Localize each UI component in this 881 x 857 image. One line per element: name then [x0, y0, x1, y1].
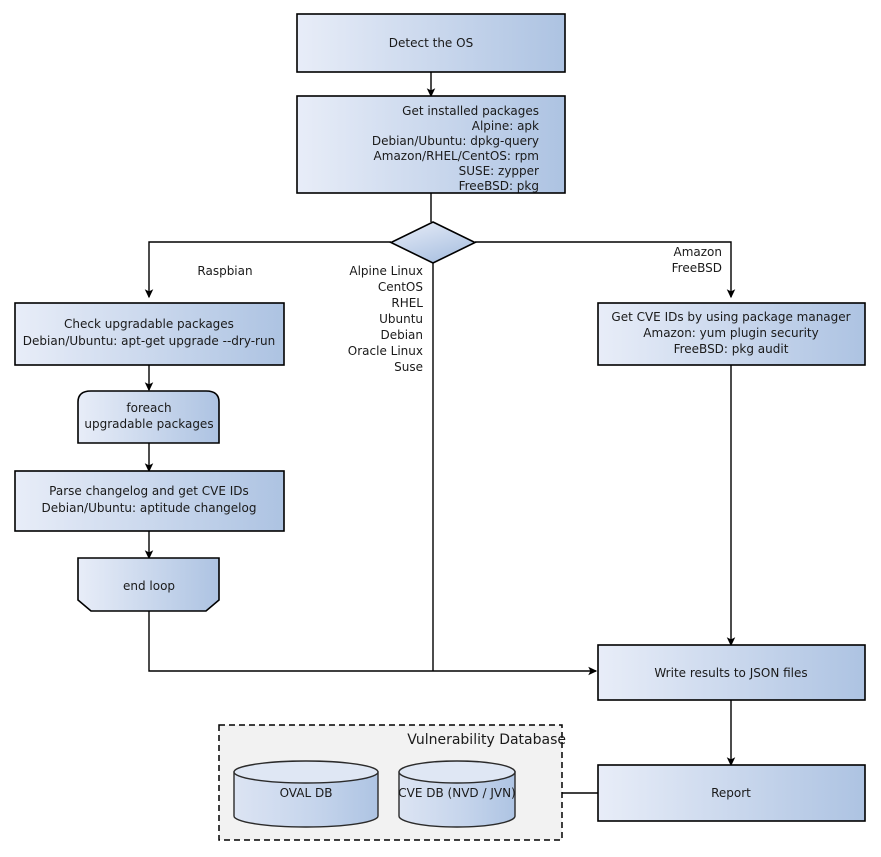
node-end-loop-label: end loop	[123, 579, 175, 593]
group-vulnerability-database: Vulnerability Database OVAL DB CVE DB (N…	[218, 724, 566, 841]
node-parse-changelog-line-0: Parse changelog and get CVE IDs	[49, 484, 249, 498]
group-vulnerability-database-title: Vulnerability Database	[407, 732, 566, 748]
edge-endloop-to-write	[148, 611, 598, 676]
node-parse-changelog[interactable]: Parse changelog and get CVE IDs Debian/U…	[14, 470, 285, 532]
node-get-installed-packages[interactable]: Get installed packages Alpine: apk Debia…	[296, 95, 566, 194]
node-get-cve-ids[interactable]: Get CVE IDs by using package manager Ama…	[597, 302, 866, 366]
edge-label-middle-distro-0: Alpine Linux	[349, 264, 423, 278]
node-check-upgradable-line-0: Check upgradable packages	[64, 317, 234, 331]
edge-label-middle-distro-4: Debian	[380, 328, 423, 342]
edge-label-middle-distro-3: Ubuntu	[379, 312, 423, 326]
edge-decision-right	[475, 241, 736, 299]
edge-label-right-distro-1: FreeBSD	[672, 261, 722, 275]
node-cve-db-label: CVE DB (NVD / JVN)	[398, 786, 515, 800]
node-write-results-label: Write results to JSON files	[654, 666, 807, 680]
node-detect-the-os-label: Detect the OS	[389, 36, 473, 50]
node-parse-changelog-line-1: Debian/Ubuntu: aptitude changelog	[42, 501, 257, 515]
node-get-cve-ids-line-0: Get CVE IDs by using package manager	[611, 310, 850, 324]
node-get-installed-packages-line-1: Alpine: apk	[472, 119, 539, 133]
node-get-installed-packages-line-0: Get installed packages	[402, 104, 539, 118]
node-end-loop[interactable]: end loop	[77, 557, 220, 612]
node-get-installed-packages-line-3: Amazon/RHEL/CentOS: rpm	[374, 149, 539, 163]
node-oval-db[interactable]: OVAL DB	[233, 760, 379, 828]
node-check-upgradable-line-1: Debian/Ubuntu: apt-get upgrade --dry-run	[23, 334, 275, 348]
node-oval-db-label: OVAL DB	[280, 786, 333, 800]
node-get-cve-ids-line-2: FreeBSD: pkg audit	[674, 342, 789, 356]
node-os-decision[interactable]	[389, 221, 477, 264]
node-get-cve-ids-line-1: Amazon: yum plugin security	[643, 326, 818, 340]
node-get-installed-packages-line-5: FreeBSD: pkg	[459, 179, 539, 193]
node-check-upgradable-packages[interactable]: Check upgradable packages Debian/Ubuntu:…	[14, 302, 285, 366]
node-foreach-line-0: foreach	[126, 401, 171, 415]
node-cve-db[interactable]: CVE DB (NVD / JVN)	[398, 760, 516, 828]
node-write-results[interactable]: Write results to JSON files	[597, 644, 866, 701]
edge-label-middle-distro-2: RHEL	[391, 296, 423, 310]
edge-label-middle-distro-6: Suse	[394, 360, 423, 374]
node-detect-the-os[interactable]: Detect the OS	[296, 13, 566, 73]
node-report[interactable]: Report	[597, 764, 866, 822]
node-get-installed-packages-line-2: Debian/Ubuntu: dpkg-query	[372, 134, 539, 148]
edge-label-raspbian: Raspbian	[197, 264, 252, 278]
edge-decision-raspbian	[144, 241, 391, 299]
edge-label-right-distro-0: Amazon	[674, 245, 723, 259]
node-foreach-line-1: upgradable packages	[84, 417, 213, 431]
edge-label-right-distros: Amazon FreeBSD	[672, 245, 722, 275]
node-report-label: Report	[711, 786, 751, 800]
edge-label-middle-distro-1: CentOS	[378, 280, 423, 294]
node-get-installed-packages-line-4: SUSE: zypper	[459, 164, 539, 178]
edge-label-middle-distros: Alpine Linux CentOS RHEL Ubuntu Debian O…	[348, 264, 424, 374]
node-foreach-loop-start[interactable]: foreach upgradable packages	[77, 390, 220, 444]
edge-label-middle-distro-5: Oracle Linux	[348, 344, 423, 358]
